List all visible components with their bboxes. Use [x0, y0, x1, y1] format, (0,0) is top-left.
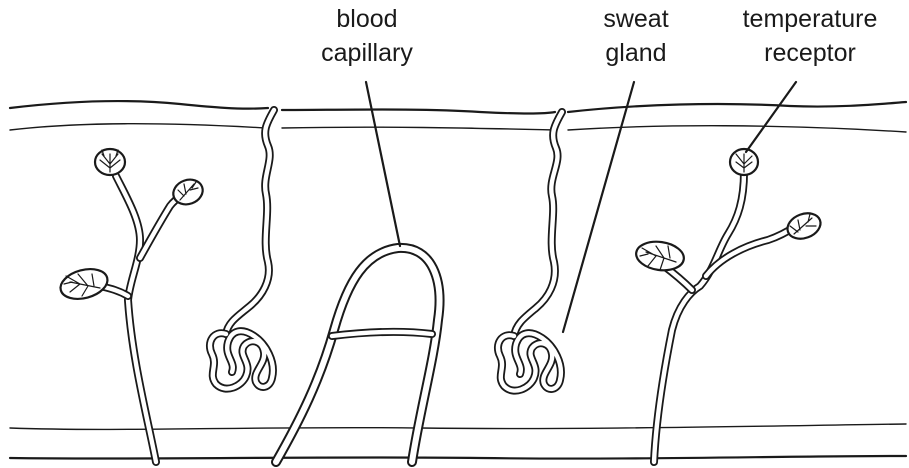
label-blood-capillary-line1: blood	[336, 5, 397, 33]
label-blood-capillary: blood capillary	[321, 5, 413, 67]
label-temperature-receptor: temperature receptor	[743, 5, 878, 67]
receptor-ending-left-top	[95, 149, 125, 175]
leader-line-blood-capillary	[366, 82, 400, 246]
label-sweat-gland-line2: gland	[605, 39, 666, 67]
sweat-gland-right	[498, 112, 562, 391]
label-sweat-gland-line1: sweat	[603, 5, 668, 33]
epidermis-layer-line	[10, 124, 906, 132]
label-temperature-receptor-line2: receptor	[764, 39, 856, 67]
receptor-ending-left-lower	[57, 264, 111, 303]
blood-capillary-loop	[276, 248, 439, 462]
receptor-ending-right-top	[730, 149, 758, 175]
skin-surface	[10, 101, 906, 113]
temperature-receptor-left-group	[57, 149, 206, 462]
receptor-ending-right-lower	[634, 239, 685, 273]
sweat-gland-left-coil	[210, 331, 273, 388]
leader-line-temperature-receptor	[746, 82, 796, 152]
bottom-boundary-line	[10, 456, 906, 459]
sweat-gland-left	[210, 110, 274, 389]
receptor-ending-right-middle	[784, 209, 824, 243]
label-temperature-receptor-line1: temperature	[743, 5, 878, 33]
leader-line-sweat-gland	[563, 82, 634, 332]
label-sweat-gland: sweat gland	[603, 5, 668, 67]
label-blood-capillary-line2: capillary	[321, 39, 413, 67]
temperature-receptor-right-group	[634, 149, 824, 462]
sweat-gland-right-coil	[498, 333, 561, 390]
